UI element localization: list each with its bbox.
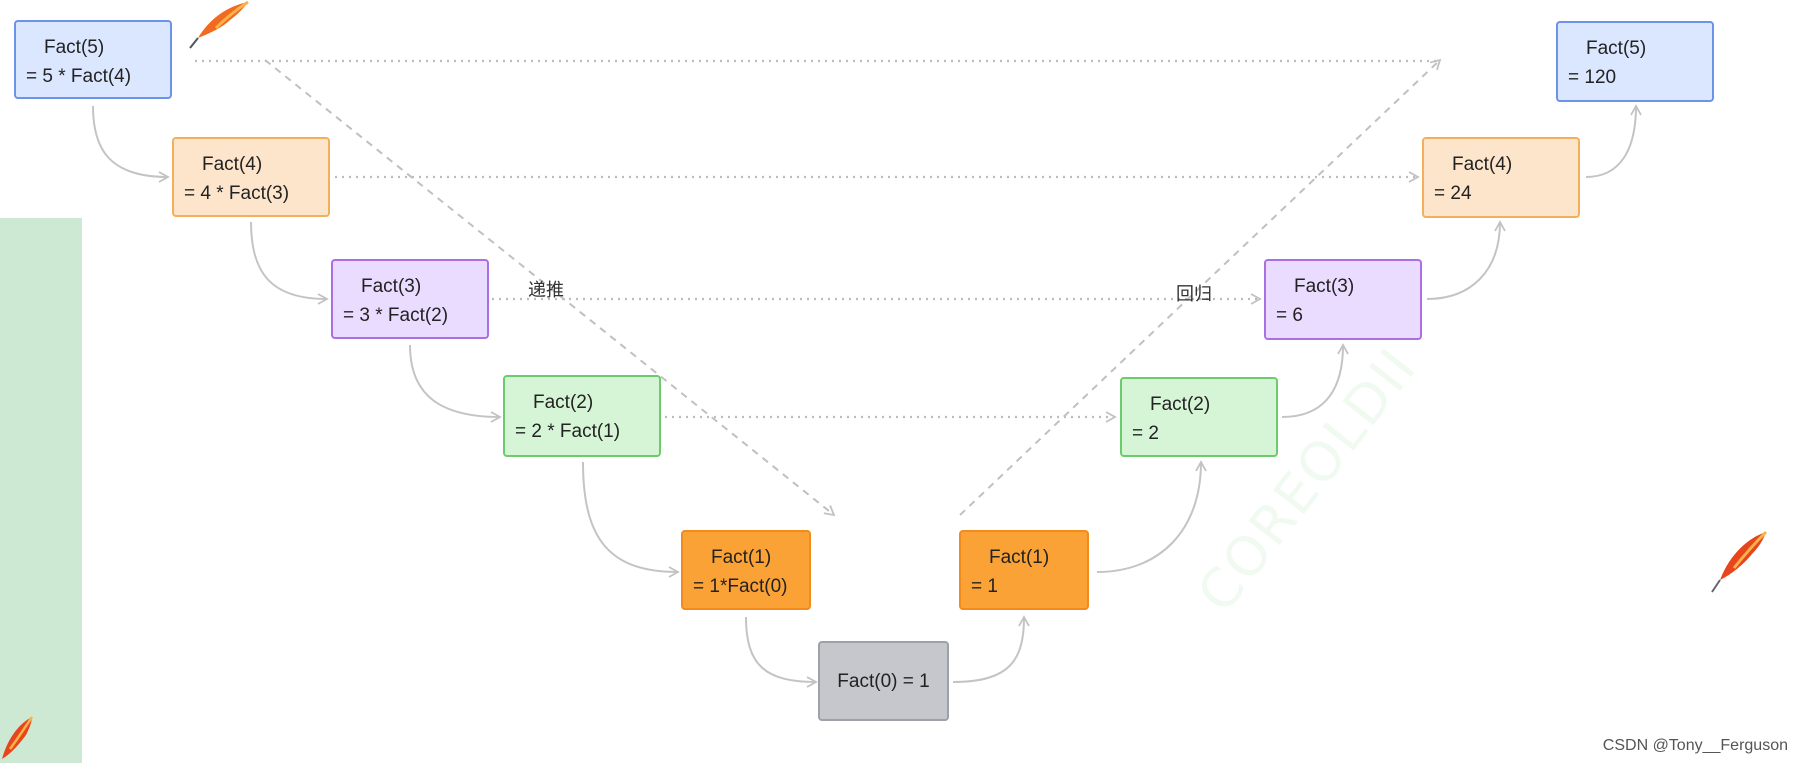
base-node-fact0: Fact(0) = 1 (818, 641, 949, 721)
step-1-2 (1096, 460, 1207, 573)
node-title: Fact(4) (202, 154, 263, 175)
ascent-node-fact1: Fact(1) = 1 (959, 530, 1089, 610)
node-expression: = 4 * Fact(3) (184, 183, 290, 204)
node-title: Fact(3) (361, 276, 422, 297)
feather-icon (1711, 530, 1768, 593)
ascent-diagonal (959, 58, 1442, 516)
node-expression: = 2 * Fact(1) (515, 421, 621, 442)
node-title: Fact(2) (1150, 394, 1211, 415)
step-3-2 (409, 344, 502, 423)
credit-text: CSDN @Tony__Ferguson (1602, 737, 1788, 754)
descent-node-fact3: Fact(3) = 3 * Fact(2) (331, 259, 489, 339)
descent-node-fact1: Fact(1) = 1*Fact(0) (681, 530, 811, 610)
feather-icon (2, 716, 34, 759)
node-expression: = 2 (1132, 423, 1159, 444)
descent-node-fact4: Fact(4) = 4 * Fact(3) (172, 137, 330, 217)
ascent-node-fact3: Fact(3) = 6 (1264, 259, 1422, 340)
step-0-1 (952, 615, 1030, 683)
node-title: Fact(3) (1294, 276, 1355, 297)
descent-node-fact5: Fact(5) = 5 * Fact(4) (14, 20, 172, 99)
node-title: Fact(1) (711, 547, 772, 568)
ascent-node-fact5: Fact(5) = 120 (1556, 21, 1714, 102)
step-3-4 (1426, 220, 1506, 300)
node-expression: = 1 (971, 576, 998, 597)
descent-node-fact2: Fact(2) = 2 * Fact(1) (503, 375, 661, 457)
step-2-1 (582, 461, 680, 578)
node-expression: = 3 * Fact(2) (343, 305, 449, 326)
recursion-up-label: 回归 (1176, 284, 1212, 305)
step-5-4 (92, 105, 170, 183)
node-expression: = 24 (1434, 183, 1472, 204)
node-title: Fact(1) (989, 547, 1050, 568)
node-title: Fact(2) (533, 392, 594, 413)
step-2-3 (1281, 343, 1349, 418)
step-1-0 (745, 616, 818, 688)
node-label: Fact(0) = 1 (837, 670, 930, 692)
node-expression: = 120 (1568, 67, 1617, 88)
step-4-3 (250, 221, 329, 305)
recursion-down-label: 递推 (528, 280, 564, 301)
node-title: Fact(4) (1452, 154, 1513, 175)
ascent-node-fact4: Fact(4) = 24 (1422, 137, 1580, 218)
node-expression: = 1*Fact(0) (693, 576, 788, 597)
step-4-5 (1585, 104, 1642, 178)
descent-diagonal (264, 59, 836, 517)
node-title: Fact(5) (1586, 38, 1647, 59)
node-title: Fact(5) (44, 37, 105, 58)
ascent-node-fact2: Fact(2) = 2 (1120, 377, 1278, 457)
side-panel (0, 218, 82, 763)
feather-icon (189, 0, 249, 49)
node-expression: = 5 * Fact(4) (26, 66, 132, 87)
node-expression: = 6 (1276, 305, 1303, 326)
